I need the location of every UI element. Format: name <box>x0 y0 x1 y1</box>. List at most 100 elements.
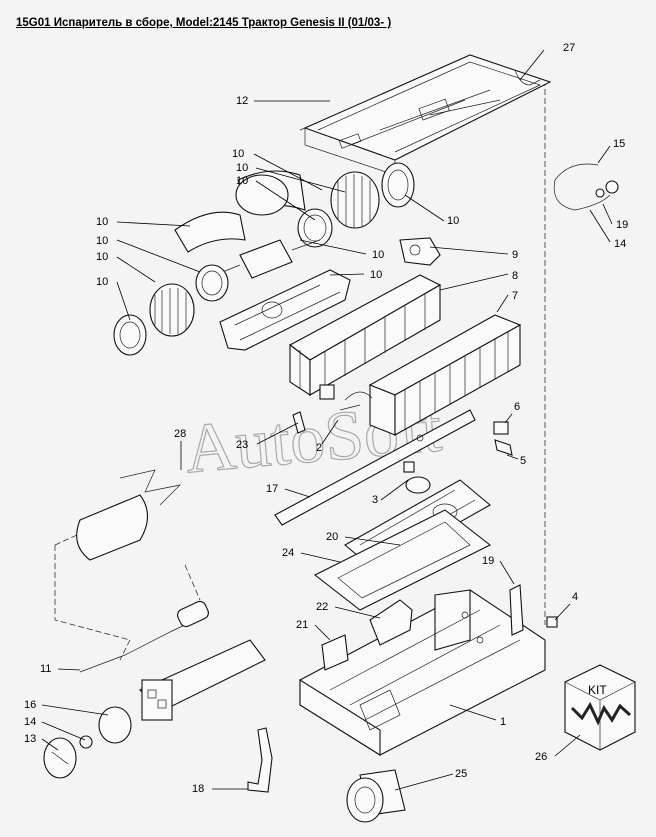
leader-line-c10j <box>329 273 365 276</box>
callout-c24: 24 <box>282 547 294 559</box>
leader-line-c3 <box>380 479 409 501</box>
callout-c26: 26 <box>535 751 547 763</box>
page-title: 15G01 Испаритель в сборе, Model:2145 Тра… <box>16 17 392 29</box>
callout-c10h: 10 <box>96 276 108 288</box>
callout-c8: 8 <box>512 270 518 282</box>
part-26-kit-box: KIT <box>564 664 636 751</box>
leader-line-c14a <box>589 209 611 243</box>
leader-line-c13 <box>41 738 59 751</box>
part-4-nut <box>546 616 558 628</box>
leader-line-c10i <box>299 239 367 255</box>
part-27-clip <box>514 69 541 86</box>
callout-c15: 15 <box>613 138 625 150</box>
leader-line-c8 <box>439 273 509 291</box>
part-3-grommet <box>403 461 431 494</box>
kit-label: KIT <box>588 683 607 697</box>
part-28-heater-tube <box>76 469 182 561</box>
leader-line-c10f <box>116 239 201 273</box>
callout-c19b: 19 <box>482 555 494 567</box>
callout-c14a: 14 <box>614 238 626 250</box>
leader-line-c15 <box>597 145 611 164</box>
leader-line-c22 <box>334 606 381 619</box>
callout-c16: 16 <box>24 699 36 711</box>
callout-c22: 22 <box>316 601 328 613</box>
callout-c10c: 10 <box>236 175 248 187</box>
part-6-5-clips <box>493 421 513 456</box>
part-11-cable-harness <box>79 600 266 721</box>
callout-c10a: 10 <box>232 148 244 160</box>
part-16-14-13-switch <box>43 706 132 779</box>
part-9-expansion-valve <box>399 237 441 266</box>
part-7-evaporator <box>339 314 522 436</box>
callout-c1: 1 <box>500 716 506 728</box>
callout-c18: 18 <box>192 783 204 795</box>
leader-line-c23 <box>256 422 299 445</box>
callout-c19a: 19 <box>616 219 628 231</box>
part-8-evaporator-core <box>288 274 442 397</box>
leader-line-c7 <box>496 294 509 313</box>
leader-line-c10d <box>404 194 445 222</box>
part-10-blower-assembly <box>113 162 415 356</box>
leader-line-c5 <box>506 454 519 460</box>
callout-c5: 5 <box>520 455 526 467</box>
leader-line-c11 <box>57 668 81 671</box>
leader-line-c14b <box>41 721 86 741</box>
leader-line-c4 <box>554 603 571 621</box>
part-24-gasket <box>313 509 492 611</box>
callout-c28: 28 <box>174 428 186 440</box>
part-25-blower-motor <box>346 769 406 823</box>
callout-c17: 17 <box>266 483 278 495</box>
callout-c10g: 10 <box>96 251 108 263</box>
part-22-21-19-brackets <box>321 584 524 671</box>
part-17-bracket-strip <box>274 409 476 526</box>
callout-c10e: 10 <box>96 216 108 228</box>
leader-line-c21 <box>314 624 331 641</box>
callout-c3: 3 <box>372 494 378 506</box>
leader-line-c10c <box>255 180 316 221</box>
part-15-capillary-hose <box>553 163 619 211</box>
callout-c11: 11 <box>40 663 51 675</box>
callout-c10i: 10 <box>372 249 384 261</box>
callout-c10f: 10 <box>96 235 108 247</box>
part-2-23-fittings <box>292 384 335 434</box>
callout-c2: 2 <box>316 442 322 454</box>
leader-line-c20 <box>344 536 401 546</box>
part-12-top-cover <box>299 54 552 176</box>
leader-line-c10h <box>116 281 131 321</box>
callout-c20: 20 <box>326 531 338 543</box>
leader-line-c9 <box>429 246 509 255</box>
leader-line-c16 <box>41 704 109 716</box>
callout-c10b: 10 <box>236 162 248 174</box>
leader-line-c1 <box>449 704 497 721</box>
leader-line-c19a <box>602 203 613 225</box>
callout-c13: 13 <box>24 733 36 745</box>
part-18-bracket <box>247 727 273 793</box>
leader-line-c26 <box>554 734 581 757</box>
leader-line-c2 <box>321 419 339 445</box>
callout-c27: 27 <box>563 42 575 54</box>
callout-c25: 25 <box>455 768 467 780</box>
leader-line-c10b <box>255 167 346 193</box>
leader-line-c27 <box>519 49 545 81</box>
leader-line-c24 <box>300 552 341 563</box>
leader-line-c6 <box>504 413 513 424</box>
callout-c4: 4 <box>572 591 578 603</box>
callout-c10j: 10 <box>370 269 382 281</box>
callout-c10d: 10 <box>447 215 459 227</box>
part-1-main-housing <box>299 589 546 756</box>
leader-line-c25 <box>394 773 454 791</box>
leader-line-c10a <box>253 153 323 191</box>
callout-c23: 23 <box>236 439 248 451</box>
callout-c7: 7 <box>512 290 518 302</box>
callout-c12: 12 <box>236 95 248 107</box>
leader-line-c19b <box>499 560 515 585</box>
leader-line-c10g <box>116 256 156 283</box>
callout-c14b: 14 <box>24 716 36 728</box>
callout-c21: 21 <box>296 619 308 631</box>
leader-line-c10e <box>116 221 191 227</box>
callout-c9: 9 <box>512 249 518 261</box>
callout-c6: 6 <box>514 401 520 413</box>
leader-line-c17 <box>284 488 311 498</box>
